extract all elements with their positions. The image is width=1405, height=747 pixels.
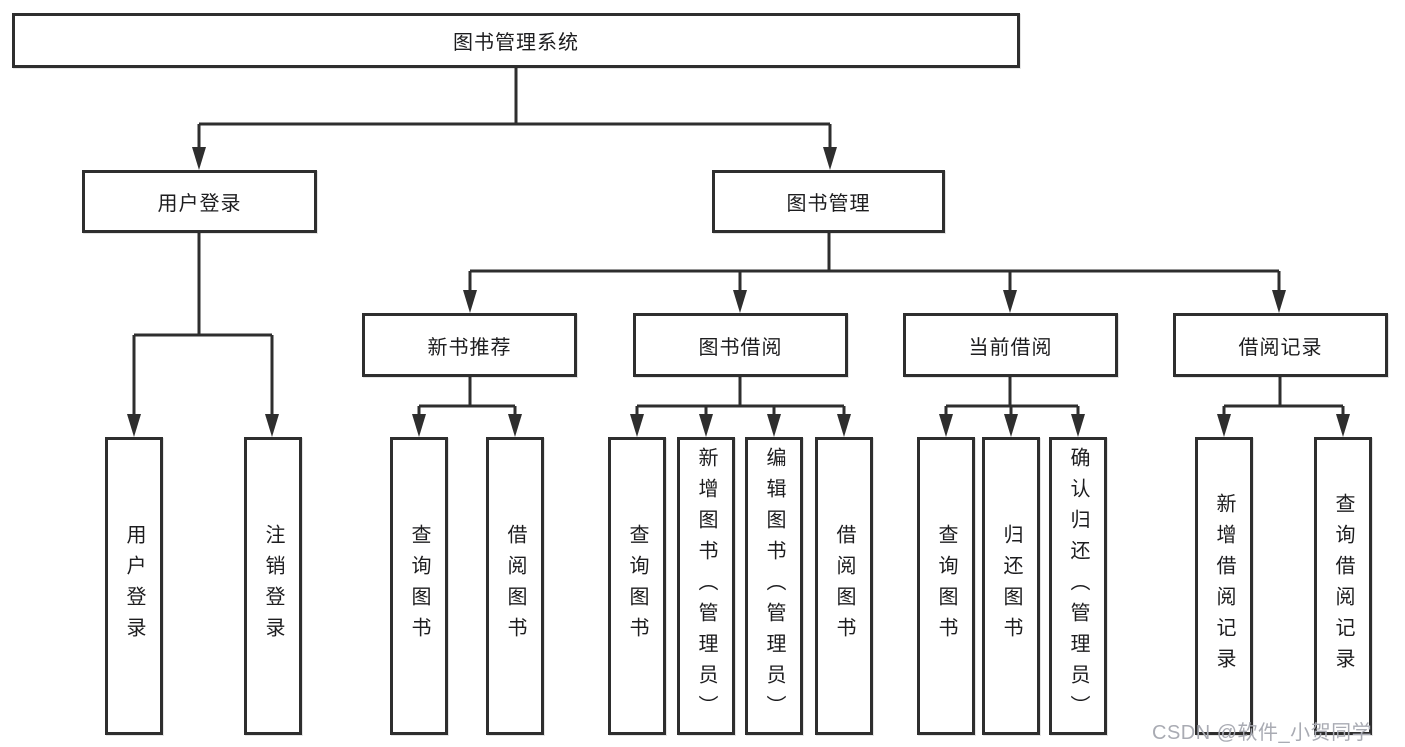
csdn-watermark: CSDN @软件_小贺同学	[1152, 722, 1373, 744]
leaf-label: 查询图书	[935, 524, 957, 648]
node-user-login: 用户登录	[82, 170, 317, 233]
node-book-management: 图书管理	[712, 170, 945, 233]
leaf-borrow-borrow-books: 借阅图书	[815, 437, 873, 735]
node-label: 新书推荐	[427, 336, 512, 359]
leaf-label: 确认归还（管理员）	[1067, 446, 1089, 726]
leaf-current-confirm-return-admin: 确认归还（管理员）	[1049, 437, 1107, 735]
leaf-borrow-add-books-admin: 新增图书（管理员）	[677, 437, 735, 735]
leaf-borrow-query-books: 查询图书	[608, 437, 666, 735]
leaf-record-add-borrow-record: 新增借阅记录	[1195, 437, 1253, 735]
leaf-logout: 注销登录	[244, 437, 302, 735]
leaf-label: 注销登录	[262, 524, 284, 648]
node-label: 图书借阅	[698, 336, 783, 359]
leaf-label: 编辑图书（管理员）	[763, 446, 785, 726]
node-current-borrow: 当前借阅	[903, 313, 1118, 377]
leaf-recommend-borrow-books: 借阅图书	[486, 437, 544, 735]
leaf-borrow-edit-books-admin: 编辑图书（管理员）	[745, 437, 803, 735]
leaf-label: 新增借阅记录	[1213, 493, 1235, 679]
node-label: 借阅记录	[1238, 336, 1323, 359]
leaf-label: 查询借阅记录	[1332, 493, 1354, 679]
node-label: 当前借阅	[968, 336, 1053, 359]
node-library-management-system: 图书管理系统	[12, 13, 1020, 68]
node-label: 用户登录	[157, 193, 242, 215]
leaf-current-return-books: 归还图书	[982, 437, 1040, 735]
leaf-label: 用户登录	[123, 524, 145, 648]
node-label: 图书管理系统	[453, 32, 579, 54]
leaf-record-query-borrow-record: 查询借阅记录	[1314, 437, 1372, 735]
node-label: 图书管理	[786, 193, 871, 215]
leaf-label: 查询图书	[408, 524, 430, 648]
leaf-current-query-books: 查询图书	[917, 437, 975, 735]
node-new-book-recommend: 新书推荐	[362, 313, 577, 377]
leaf-label: 归还图书	[1000, 524, 1022, 648]
leaf-user-login: 用户登录	[105, 437, 163, 735]
leaf-recommend-query-books: 查询图书	[390, 437, 448, 735]
leaf-label: 查询图书	[626, 524, 648, 648]
node-book-borrow: 图书借阅	[633, 313, 848, 377]
leaf-label: 新增图书（管理员）	[695, 446, 717, 726]
leaf-label: 借阅图书	[504, 524, 526, 648]
leaf-label: 借阅图书	[833, 524, 855, 648]
node-borrow-record: 借阅记录	[1173, 313, 1388, 377]
